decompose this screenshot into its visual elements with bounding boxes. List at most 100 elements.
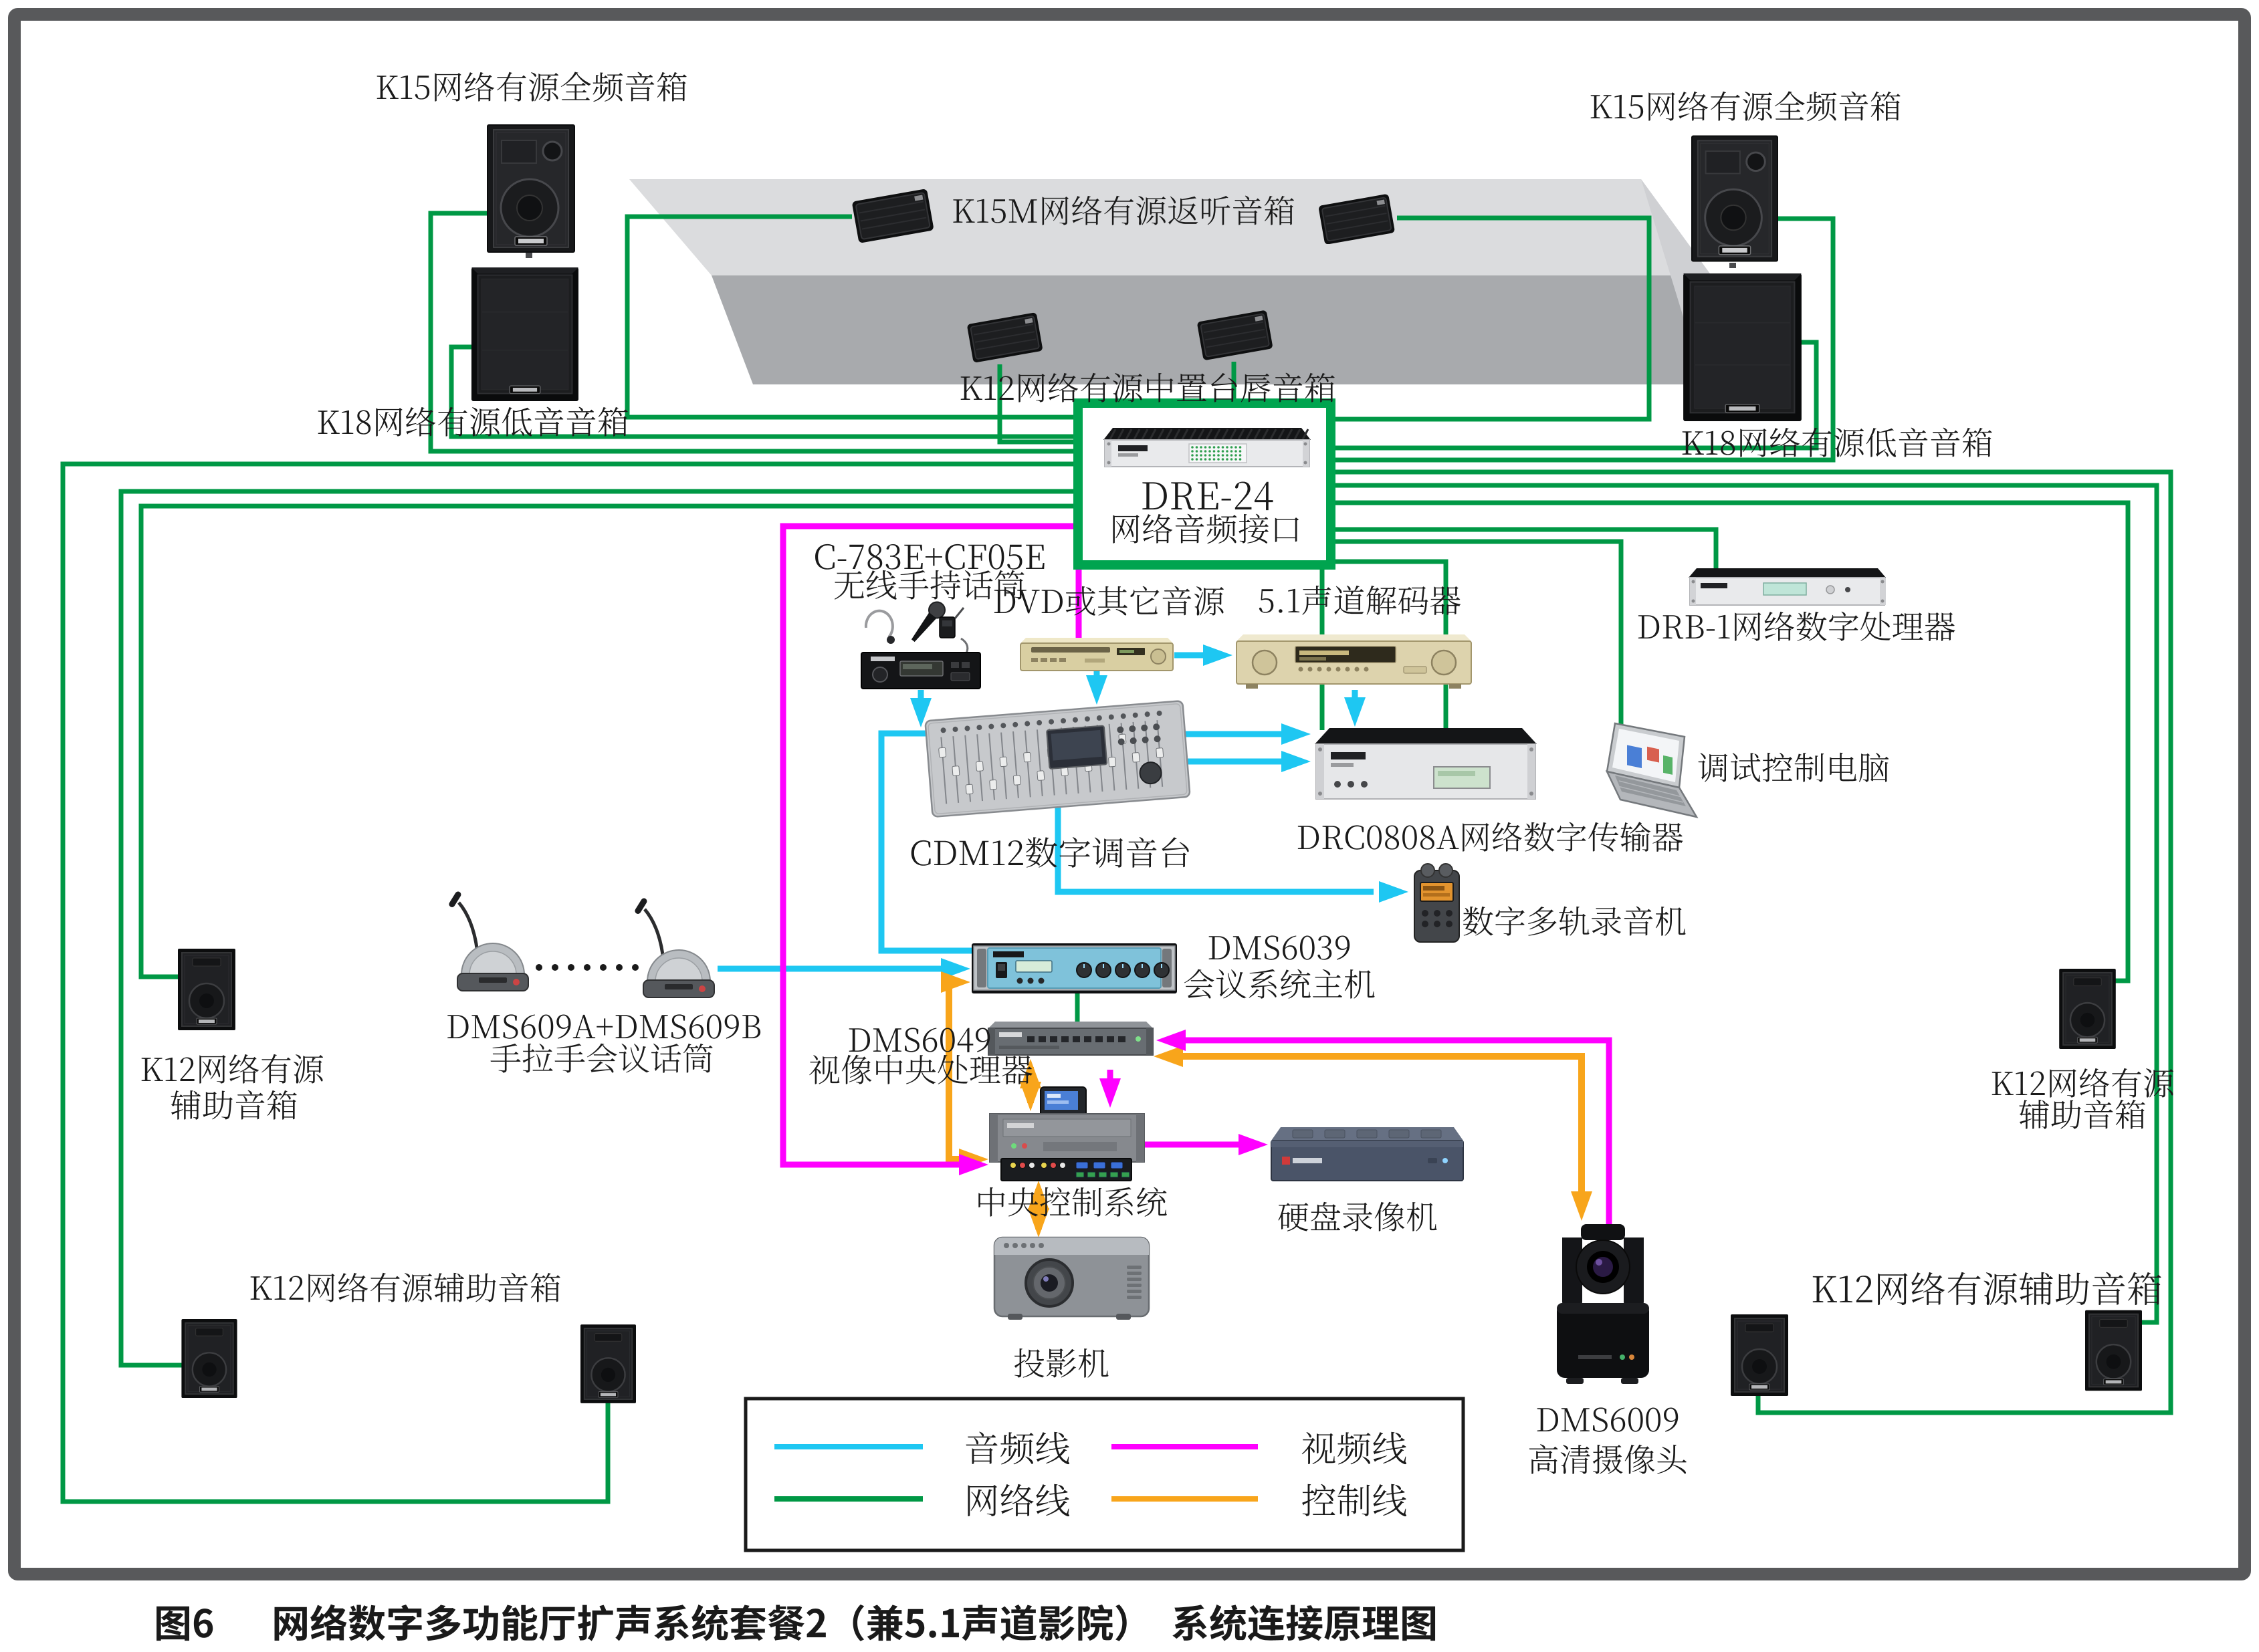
device-drb1 [1689,568,1886,606]
label-k18-left [318,406,628,437]
speaker-k12-aux-left [178,949,235,1030]
device-drc0808a [1315,728,1537,800]
label-dre24 [1113,513,1299,544]
label-k15m [953,195,1294,225]
wire-ctl-cpu-camera [1182,1053,1585,1193]
label-conf-mics-model [447,1014,761,1039]
wire-arrowhead [1028,1181,1049,1210]
wire-audio-mixer-recorder [1055,806,1374,895]
device-recorder [1414,863,1460,943]
label-aux-br [1812,1272,2161,1306]
device-dre24 [1103,428,1311,467]
label-k15-left [376,72,687,102]
label-k15-right [1590,91,1901,122]
label-recorder [1463,906,1686,936]
wire-net-aux-bl-b [60,461,1078,1504]
speaker-k12-aux-br-b [2085,1310,2142,1391]
wire-net-k15-left [428,211,1078,454]
wire-net-pc [1331,539,1624,729]
figure-caption [156,1604,1436,1641]
wire-audio-host-mixer [878,730,972,954]
wire-net-aux-br-a [1331,469,2173,1415]
wire-arrowhead [1281,723,1311,745]
device-dvr [1271,1127,1464,1181]
wire-net-aux-br-b [1331,483,2159,1325]
device-conf-mic-b [635,898,715,998]
label-dvd [994,586,1224,616]
label-projector [1014,1348,1109,1378]
speaker-k12-aux-br-a [1731,1314,1788,1397]
speaker-k12-aux-right [2058,969,2117,1049]
wireless-mic-set [864,601,969,663]
wire-arrowhead [1203,644,1232,666]
label-camera [1529,1444,1687,1474]
label-video-cpu [809,1054,1033,1084]
label-camera-model [1537,1407,1679,1432]
wire-arrowhead [1239,1134,1268,1155]
label-central-control [978,1187,1167,1217]
device-dvd [1020,638,1174,671]
wire-arrowhead [1154,1046,1183,1067]
wire-net-aux-bl-a [118,489,1078,1368]
speakers [178,124,2142,1403]
label-aux-left-2 [171,1090,297,1120]
legend-label-network [968,1484,1070,1517]
speaker-k12-aux-bl-a [181,1319,237,1398]
label-dvr [1278,1201,1437,1231]
wire-net-drb1 [1331,527,1719,572]
label-aux-left-1 [141,1054,324,1084]
speaker-k18-left [471,267,579,401]
label-aux-bl [250,1272,560,1302]
stage-top-face [629,179,1711,275]
speaker-k15-left [487,124,575,253]
wire-arrowhead [1156,1030,1186,1051]
label-conf-host [1184,969,1375,999]
label-k12-center [960,372,1335,402]
label-mixer [911,837,1189,868]
label-decoder [1259,585,1461,615]
label-video-cpu-model [849,1028,990,1052]
speaker-k15-left-stand [526,253,532,258]
legend-box [744,1397,1465,1552]
label-pc [1698,752,1889,782]
wire-net-aux-left [138,503,1078,979]
device-decoder [1236,634,1472,689]
device-mixer [924,700,1191,818]
wire-arrowhead [1379,881,1408,903]
device-projector [993,1236,1150,1320]
device-conf-host [972,943,1177,993]
wire-arrowhead [1571,1191,1592,1221]
wire-net-k18-right [1331,340,1819,451]
speaker-k15-right-stand [1729,263,1736,268]
label-k18-right [1682,427,1992,457]
wire-vid-camera-cpu [1184,1037,1612,1224]
wire-net-k12lip-left [997,364,1078,445]
wire-arrowhead [1086,675,1107,705]
device-conf-mic-a [449,891,529,991]
device-wireless-receiver [861,601,981,689]
wire-net-k15m-left [625,214,1078,420]
wire-net-k15-right [1331,216,1836,463]
speaker-k18-right [1683,273,1802,421]
label-conf-host-model [1208,935,1350,960]
label-aux-right-1 [1992,1068,2174,1098]
wire-net-k15m-right [1331,215,1652,422]
label-drb1 [1638,611,1955,641]
label-wireless-model [815,544,1045,570]
label-wireless [834,570,1025,600]
wire-net-aux-right [1331,500,2131,983]
wire-arrowhead [910,698,932,727]
wire-arrowhead [1344,697,1366,727]
device-laptop [1605,722,1699,818]
labels [141,72,2174,1641]
label-drc0808a [1297,822,1683,852]
device-central-control [989,1086,1145,1181]
device-camera [1557,1224,1649,1384]
wire-arrowhead [1020,1082,1041,1111]
wire-arrowhead [1281,751,1311,772]
wire-arrowhead [941,971,970,993]
speaker-k15-right [1691,134,1778,263]
wire-net-k18-left [449,344,1078,439]
label-conf-mics [490,1043,713,1073]
